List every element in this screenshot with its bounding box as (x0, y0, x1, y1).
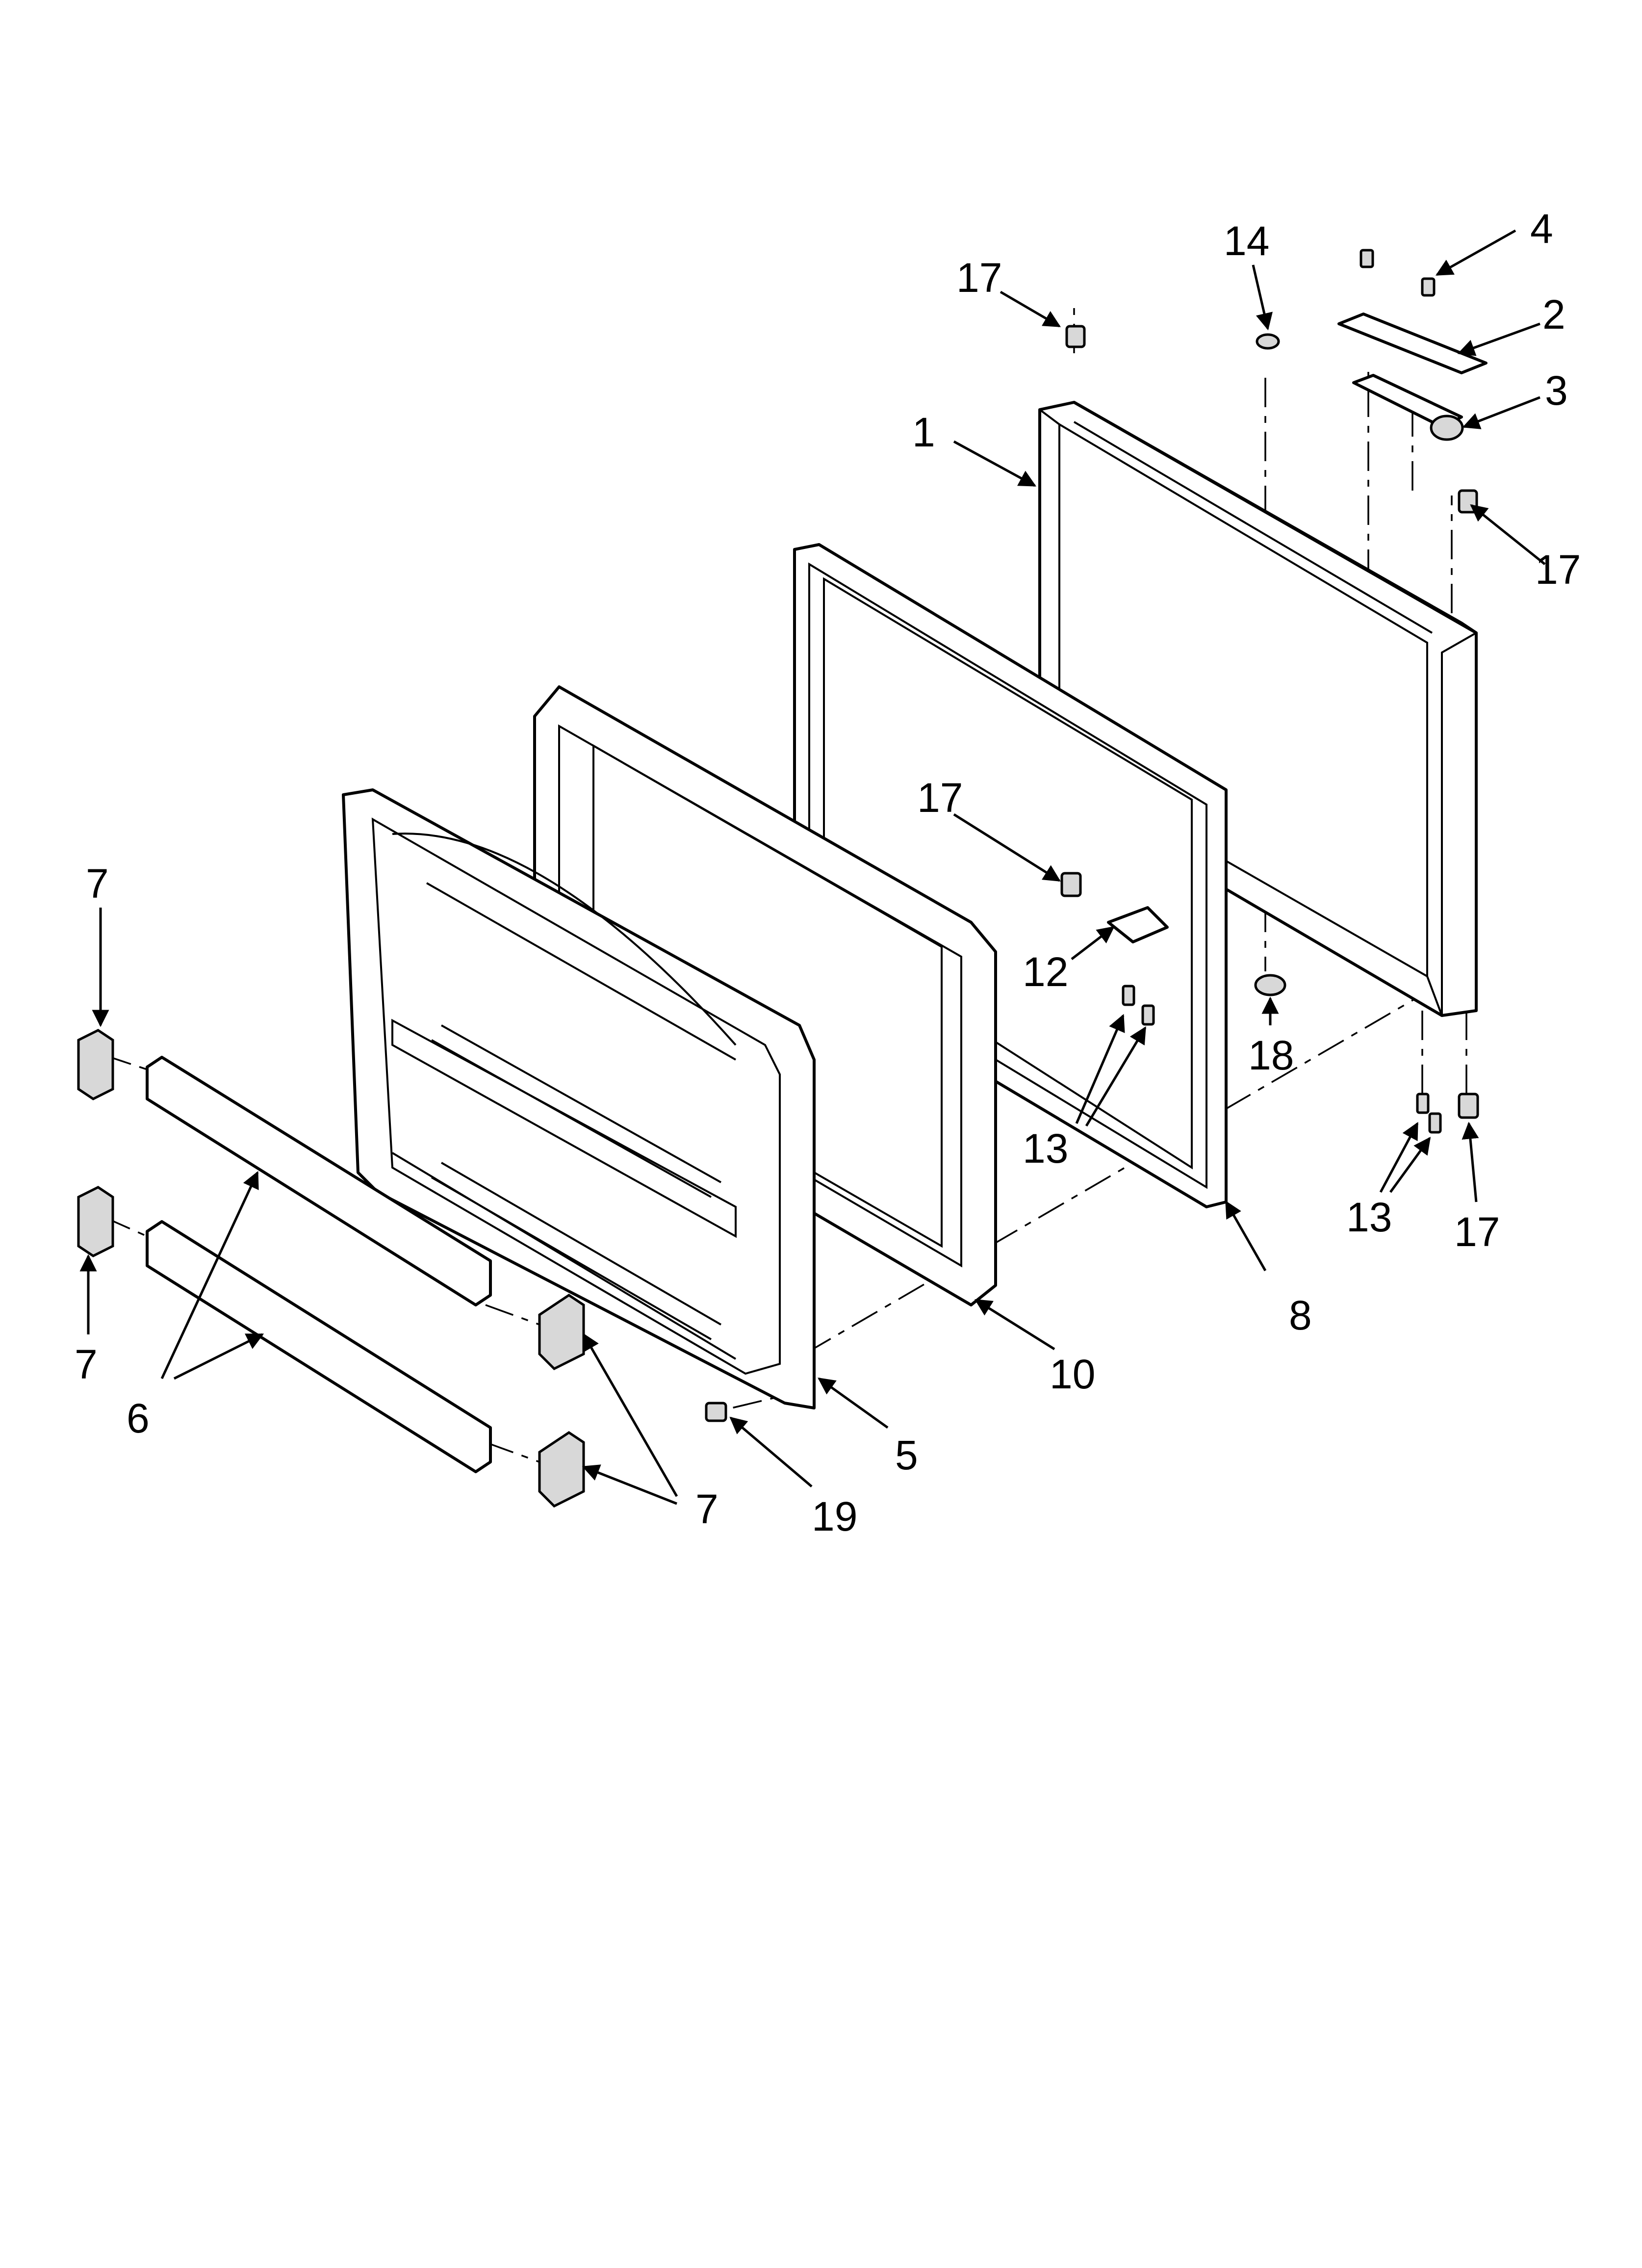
callout-7-left: 7 (75, 1341, 98, 1387)
leader-lines (79, 229, 1546, 1505)
liner-shelf-ribs (431, 1024, 722, 1340)
callout-17-right: 17 (1535, 547, 1581, 593)
callout-10: 10 (1050, 1351, 1095, 1397)
hardware-parts (705, 249, 1488, 1422)
callout-5: 5 (895, 1432, 918, 1478)
part-5-door-liner (342, 788, 816, 1409)
callout-1: 1 (912, 409, 935, 455)
part-1-door-frame (1038, 401, 1478, 1017)
callout-19: 19 (812, 1493, 857, 1539)
callout-17-top: 17 (956, 255, 1002, 301)
callout-2: 2 (1542, 291, 1565, 338)
callout-17-bottom: 17 (1454, 1209, 1500, 1255)
callout-13-middle: 13 (1023, 1125, 1068, 1172)
callout-labels: 1 2 3 4 5 6 7 7 7 8 10 12 13 13 14 17 17… (75, 206, 1581, 1539)
callout-13-right: 13 (1346, 1194, 1392, 1240)
callout-6: 6 (127, 1395, 150, 1441)
callout-17-middle: 17 (917, 775, 963, 821)
callout-8: 8 (1289, 1292, 1312, 1338)
callout-4: 4 (1530, 206, 1553, 252)
callout-18: 18 (1248, 1032, 1294, 1078)
callout-14: 14 (1224, 218, 1269, 264)
callout-7-top: 7 (86, 860, 109, 907)
callout-3: 3 (1545, 367, 1568, 414)
callout-7-right: 7 (695, 1486, 718, 1532)
part-7-end-caps (77, 1029, 585, 1508)
part-6-door-shelf-bars (146, 1056, 492, 1473)
callout-12: 12 (1023, 949, 1068, 995)
